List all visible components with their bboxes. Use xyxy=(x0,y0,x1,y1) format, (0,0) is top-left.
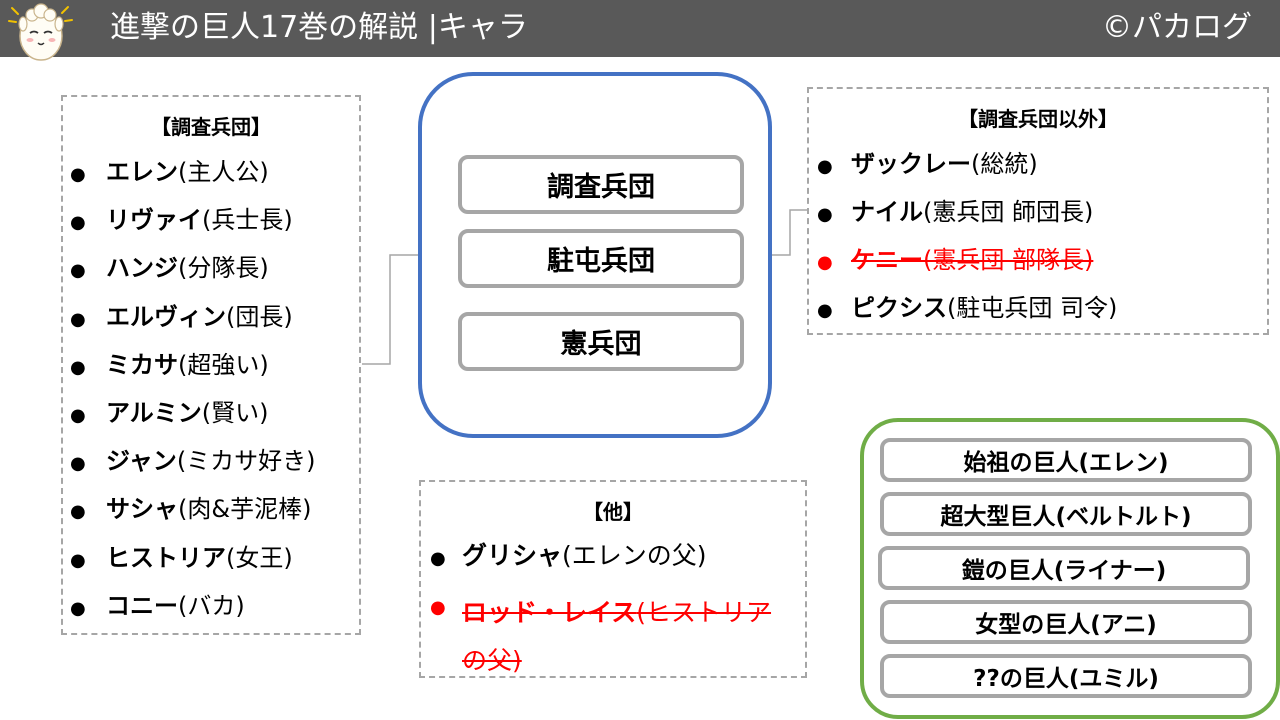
titan-unknown-ymir: ??の巨人(ユミル) xyxy=(880,654,1252,698)
others-item-name: グリシャ xyxy=(462,541,563,570)
bullet-icon: ● xyxy=(817,252,833,273)
others-box: 【他】 xyxy=(419,480,807,678)
item-name: ケニー xyxy=(851,246,923,274)
bullet-icon: ● xyxy=(70,549,86,571)
item-name: エルヴィン xyxy=(106,302,226,331)
bullet-icon: ● xyxy=(70,356,86,378)
item-name: サシャ xyxy=(106,495,178,524)
bullet-icon: ● xyxy=(817,204,833,225)
others-item-desc: (エレンの父) xyxy=(562,541,707,570)
alpaca-mascot-icon xyxy=(8,3,73,61)
item-desc: (賢い) xyxy=(201,399,269,427)
page-title: 進撃の巨人17巻の解説 |キャラ xyxy=(110,10,528,45)
item-name: ザックレー xyxy=(851,150,971,178)
bullet-icon: ● xyxy=(70,405,86,426)
bullet-icon: ● xyxy=(430,597,446,618)
others-item-name: ロッド・レイス xyxy=(462,598,637,627)
bullet-icon: ● xyxy=(70,453,86,475)
item-desc: (超強い) xyxy=(178,350,269,379)
bullet-icon: ● xyxy=(70,308,86,330)
item-desc: (分隊長) xyxy=(178,254,269,283)
item-desc: (総統) xyxy=(971,150,1038,178)
titan-founding: 始祖の巨人(エレン) xyxy=(880,438,1252,482)
survey-corps-heading: 【調査兵団】 xyxy=(151,115,271,139)
org-survey-corps: 調査兵団 xyxy=(458,155,744,214)
other-corps-heading: 【調査兵団以外】 xyxy=(958,107,1118,131)
item-desc: (肉&芋泥棒) xyxy=(178,495,312,524)
bullet-icon: ● xyxy=(70,260,86,282)
other-corps-box: 【調査兵団以外】 xyxy=(807,87,1269,335)
others-heading: 【他】 xyxy=(583,500,643,524)
item-name: ジャン xyxy=(106,447,177,476)
item-name: ヒストリア xyxy=(106,543,226,572)
item-name: ピクシス xyxy=(851,294,947,322)
bullet-icon: ● xyxy=(70,501,86,523)
titan-colossal: 超大型巨人(ベルトルト) xyxy=(880,492,1252,536)
item-desc: (バカ) xyxy=(178,591,245,620)
item-desc: (憲兵団 師団長) xyxy=(923,198,1094,226)
org-garrison: 駐屯兵団 xyxy=(458,229,744,288)
item-name: ハンジ xyxy=(106,254,178,283)
org-military-police: 憲兵団 xyxy=(458,312,744,371)
others-item-desc: (ヒストリアの父) xyxy=(462,598,772,675)
item-desc: (主人公) xyxy=(178,158,269,186)
bullet-icon: ● xyxy=(817,156,833,177)
header-bar: 進撃の巨人17巻の解説 |キャラ ©パカログ xyxy=(0,0,1280,61)
item-desc: (兵士長) xyxy=(202,206,293,235)
item-name: ナイル xyxy=(851,198,923,226)
item-name: コニー xyxy=(106,591,178,620)
item-desc: (女王) xyxy=(226,543,293,572)
item-desc: (団長) xyxy=(226,302,293,331)
connector-left xyxy=(362,254,418,365)
bullet-icon: ● xyxy=(70,597,86,619)
item-name: エレン xyxy=(106,158,178,186)
bullet-icon: ● xyxy=(70,212,86,234)
connector-right xyxy=(772,209,807,256)
bullet-icon: ● xyxy=(70,164,86,185)
copyright-label: ©パカログ xyxy=(1102,10,1252,45)
item-name: ミカサ xyxy=(106,350,178,379)
item-name: アルミン xyxy=(106,399,202,427)
bullet-icon: ● xyxy=(430,548,446,569)
item-desc: (駐屯兵団 司令) xyxy=(947,294,1118,322)
titan-armored: 鎧の巨人(ライナー) xyxy=(878,546,1250,590)
item-desc: (ミカサ好き) xyxy=(176,447,316,476)
survey-corps-box: 【調査兵団】 xyxy=(61,95,361,635)
item-desc: (憲兵団 部隊長) xyxy=(923,246,1094,274)
titan-female: 女型の巨人(アニ) xyxy=(880,600,1252,644)
bullet-icon: ● xyxy=(817,300,833,321)
item-name: リヴァイ xyxy=(106,206,202,235)
